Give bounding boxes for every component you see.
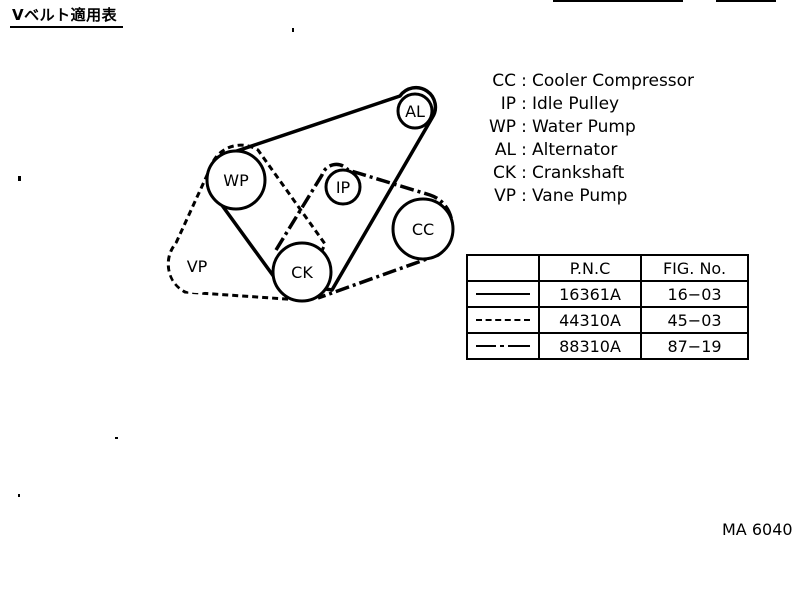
legend-colon: : [521, 117, 527, 137]
scan-speck [716, 0, 776, 2]
legend-item: CC:Cooler Compressor [476, 70, 694, 93]
scan-speck [115, 437, 118, 439]
legend-colon: : [521, 140, 527, 160]
figure-code: MA 6040 [722, 520, 793, 539]
belt-parts-table: P.N.C FIG. No. 16361A 16−03 44310A 45−03… [466, 254, 749, 360]
pulley-wp: WP [205, 149, 267, 211]
fig-cell: 87−19 [640, 332, 749, 360]
scan-speck [18, 176, 21, 181]
legend-name: Alternator [532, 140, 618, 160]
pulley-ck-label: CK [291, 263, 313, 282]
dashdot-line-sample [476, 345, 530, 347]
fig-cell: 16−03 [640, 280, 749, 308]
line-style-cell [466, 306, 540, 334]
table-header-row: P.N.C FIG. No. [466, 254, 749, 282]
legend-abbr: WP [488, 117, 516, 137]
table-header-line [466, 254, 540, 282]
pulley-wp-label: WP [223, 171, 249, 190]
pulley-ip-label: IP [336, 178, 351, 197]
legend-name: Vane Pump [532, 186, 628, 206]
legend-name: Cooler Compressor [532, 71, 695, 91]
legend-colon: : [521, 94, 527, 114]
pulley-al-label: AL [405, 102, 425, 121]
legend-abbr: AL [494, 140, 516, 160]
legend-item: VP:Vane Pump [476, 185, 694, 208]
line-style-cell [466, 280, 540, 308]
table-row: 88310A 87−19 [466, 332, 749, 360]
legend-abbr: VP [494, 186, 516, 206]
legend-item: IP:Idle Pulley [476, 93, 694, 116]
pulley-cc: CC [391, 197, 455, 261]
legend-abbr: IP [500, 94, 516, 114]
legend-item: WP:Water Pump [476, 116, 694, 139]
legend-colon: : [521, 163, 527, 183]
page-title: Vベルト適用表 [10, 4, 124, 28]
table-row: 16361A 16−03 [466, 280, 749, 308]
pulley-vp-label: VP [187, 257, 208, 276]
legend-name: Crankshaft [532, 163, 625, 183]
pulley-vp: VP [170, 239, 224, 293]
pulley-ip: IP [324, 168, 362, 206]
pulley-cc-label: CC [412, 220, 434, 239]
table-header-pnc: P.N.C [538, 254, 642, 282]
scan-speck [292, 28, 294, 32]
legend-abbr: CC [492, 71, 516, 91]
pulley-legend: CC:Cooler Compressor IP:Idle Pulley WP:W… [476, 70, 694, 208]
pnc-cell: 44310A [538, 306, 642, 334]
legend-colon: : [521, 71, 527, 91]
line-style-cell [466, 332, 540, 360]
pulley-ck: CK [271, 241, 333, 303]
table-header-fig: FIG. No. [640, 254, 749, 282]
scan-speck [553, 0, 683, 2]
pnc-cell: 16361A [538, 280, 642, 308]
belt-dashed [166, 143, 327, 302]
legend-item: CK:Crankshaft [476, 162, 694, 185]
legend-name: Idle Pulley [532, 94, 620, 114]
dashed-line-sample [476, 319, 530, 321]
pulley-al: AL [396, 92, 434, 130]
scan-speck [18, 494, 20, 497]
solid-line-sample [476, 293, 530, 295]
legend-colon: : [521, 186, 527, 206]
table-row: 44310A 45−03 [466, 306, 749, 334]
legend-abbr: CK [492, 163, 516, 183]
legend-name: Water Pump [532, 117, 636, 137]
fig-cell: 45−03 [640, 306, 749, 334]
pnc-cell: 88310A [538, 332, 642, 360]
legend-item: AL:Alternator [476, 139, 694, 162]
